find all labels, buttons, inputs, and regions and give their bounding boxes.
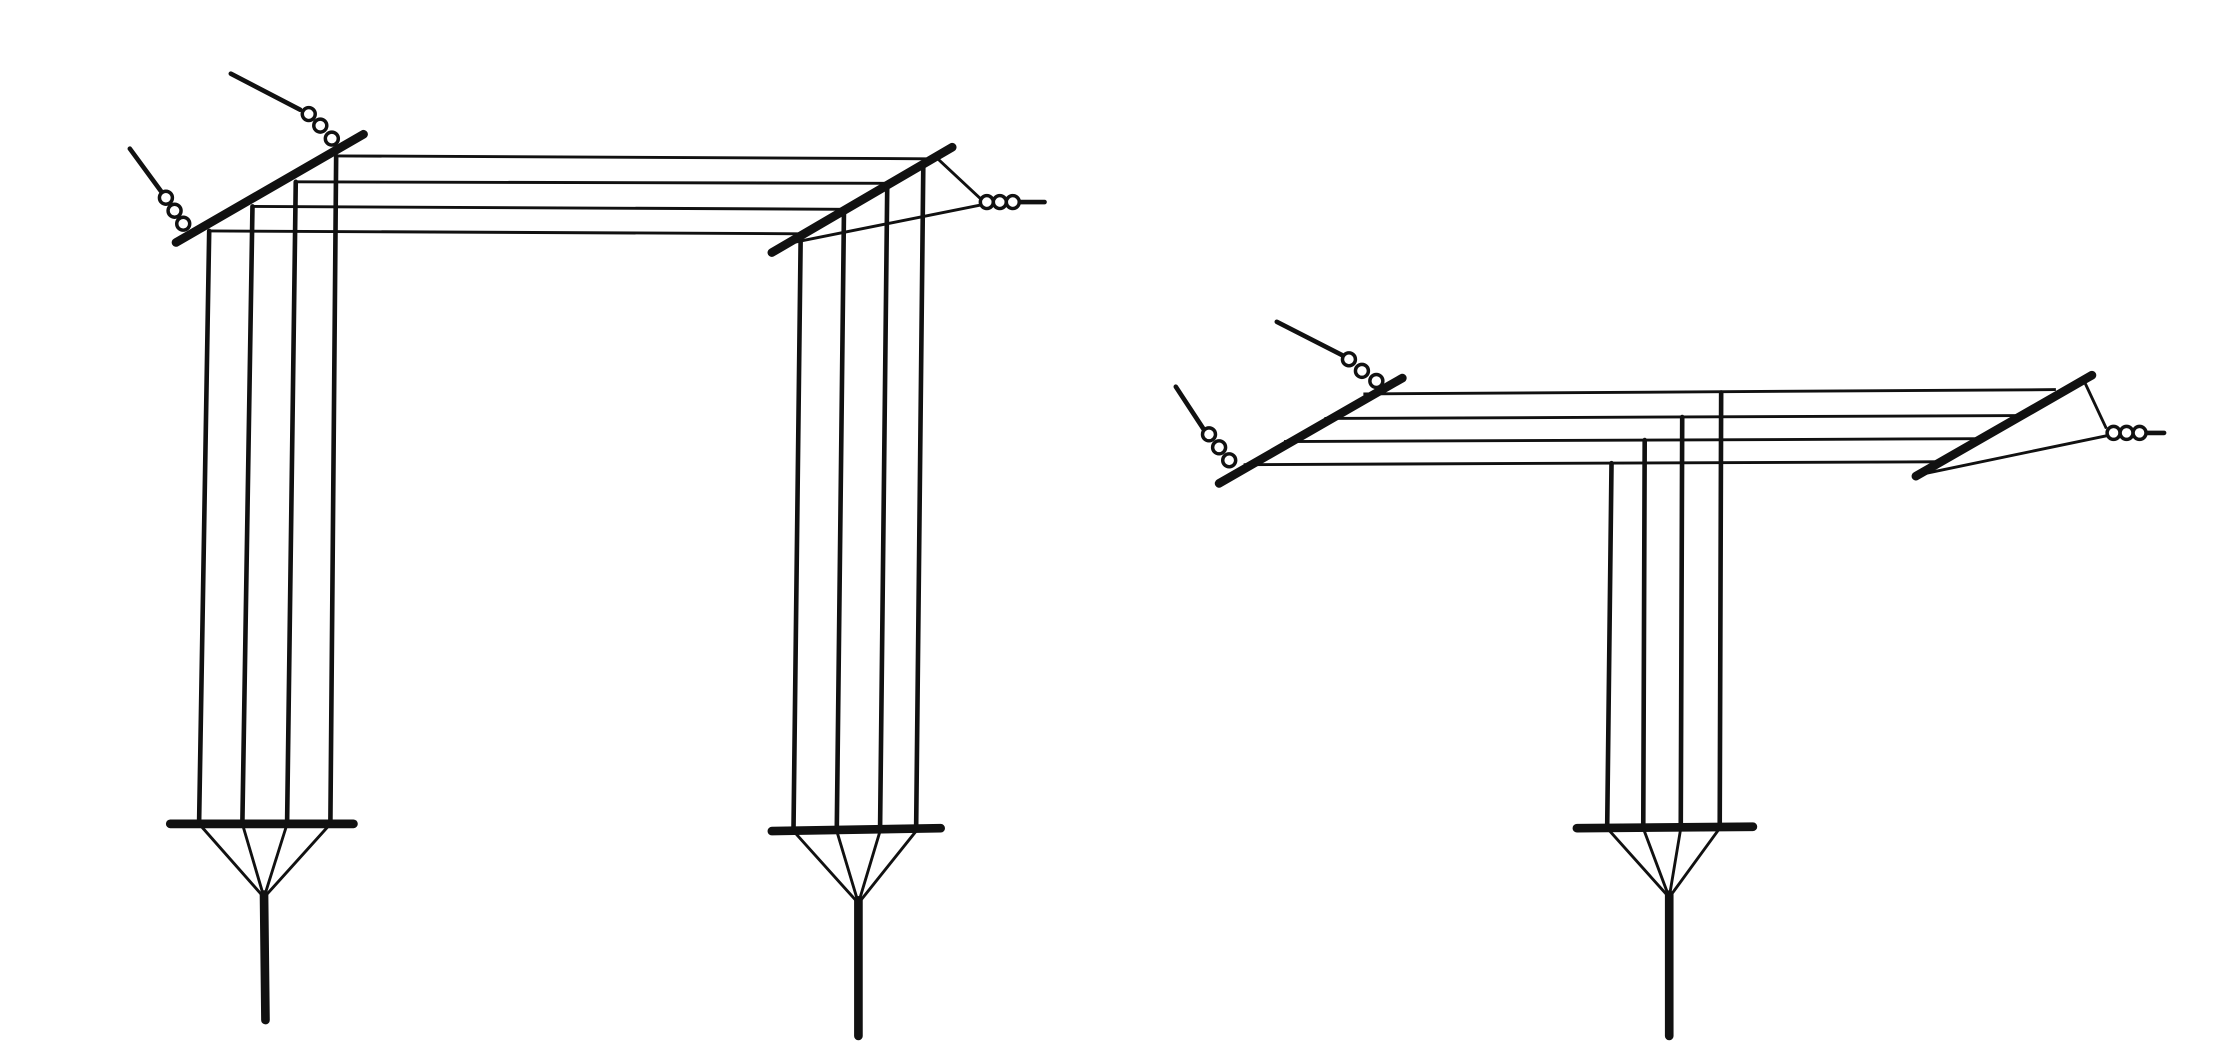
- insulator-string-left: [127, 146, 192, 232]
- t-insulator-string-right: [1925, 381, 2167, 475]
- right-drop-wires: [791, 159, 926, 832]
- left-crossarm-1: [171, 129, 368, 247]
- left-bottom-bar: [165, 819, 358, 1025]
- left-structure: [127, 71, 1047, 1041]
- t-span-wires: [1243, 388, 2056, 467]
- right-structure: [1173, 319, 2167, 1041]
- right-bottom-bar: [767, 823, 945, 1041]
- insulator-string-top: [228, 71, 341, 147]
- t-drop-wires: [1604, 390, 1724, 830]
- t-bottom-bar: [1572, 822, 1758, 1041]
- t-insulator-string-top: [1274, 319, 1385, 390]
- left-drop-wires: [196, 153, 339, 825]
- t-insulator-string-left: [1173, 384, 1238, 469]
- t-crossarm-right: [1911, 370, 2097, 481]
- span-wires: [209, 154, 927, 236]
- insulator-string-right: [778, 157, 1047, 247]
